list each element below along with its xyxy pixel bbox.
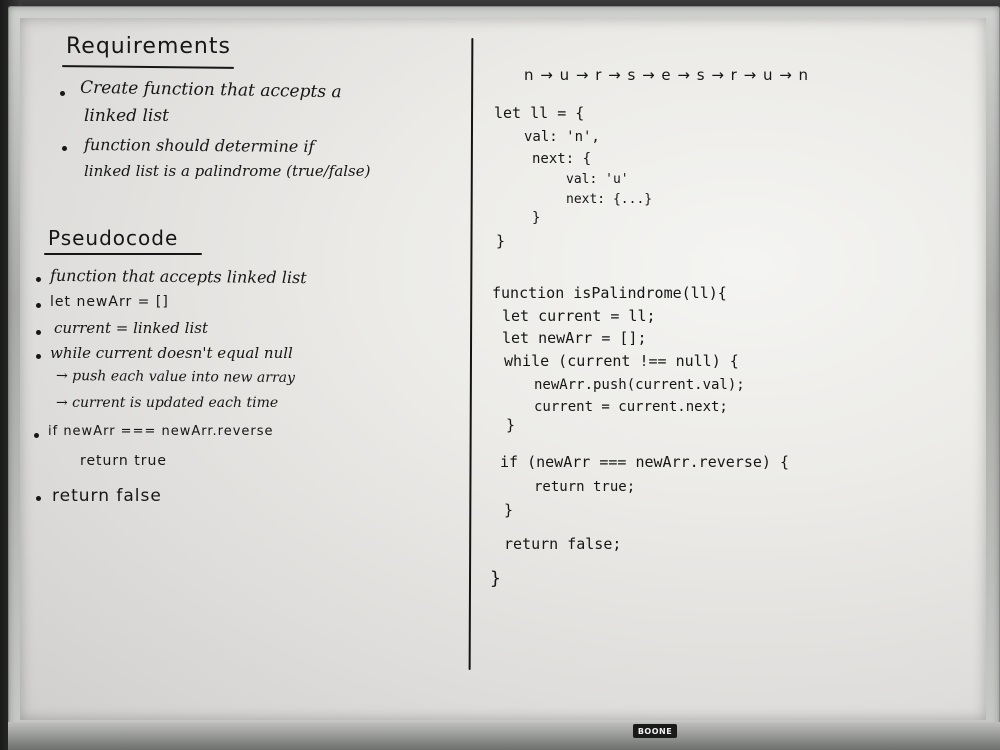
whiteboard-surface bbox=[20, 18, 986, 720]
requirement-line-1: Create function that accepts a bbox=[79, 77, 342, 103]
pseudo-line-1: function that accepts linked list bbox=[49, 265, 307, 288]
brand-label: BOONE bbox=[633, 724, 677, 738]
bullet bbox=[36, 354, 41, 359]
pseudo-line-8: return true bbox=[80, 453, 167, 469]
requirement-line-4: linked list is a palindrome (true/false) bbox=[84, 162, 371, 180]
ll-code-line-6: } bbox=[532, 210, 541, 226]
requirements-heading: Requirements bbox=[66, 34, 231, 59]
fn-code-line-9: return true; bbox=[534, 479, 636, 495]
ll-code-line-2: val: 'n', bbox=[524, 129, 600, 145]
fn-code-line-1: function isPalindrome(ll){ bbox=[492, 284, 727, 302]
ll-code-line-4: val: 'u' bbox=[566, 172, 629, 187]
bullet bbox=[36, 330, 41, 335]
pseudo-line-3: current = linked list bbox=[54, 319, 208, 337]
pseudo-line-2: let newArr = [] bbox=[50, 294, 169, 310]
pseudo-line-9: return false bbox=[52, 486, 162, 506]
bullet bbox=[36, 277, 41, 282]
ll-code-line-5: next: {...} bbox=[566, 192, 653, 207]
ll-code-line-7: } bbox=[496, 232, 506, 250]
fn-code-line-7: } bbox=[506, 416, 516, 434]
fn-code-line-11: return false; bbox=[504, 535, 622, 553]
pseudocode-underline bbox=[44, 253, 202, 255]
bullet bbox=[34, 433, 39, 438]
fn-code-line-3: let newArr = []; bbox=[502, 329, 647, 347]
bullet bbox=[62, 146, 67, 151]
pseudo-line-6: → current is updated each time bbox=[56, 395, 279, 411]
fn-code-line-10: } bbox=[504, 501, 514, 519]
ll-code-line-1: let ll = { bbox=[494, 104, 585, 122]
pseudo-line-5: → push each value into new array bbox=[55, 367, 296, 387]
ll-code-line-3: next: { bbox=[532, 151, 592, 167]
bullet bbox=[36, 496, 41, 501]
fn-code-line-6: current = current.next; bbox=[534, 399, 728, 415]
pseudocode-heading: Pseudocode bbox=[48, 226, 179, 250]
bullet bbox=[60, 91, 65, 96]
marker-tray bbox=[8, 722, 1000, 750]
requirement-line-2: linked list bbox=[84, 106, 169, 126]
fn-code-line-12: } bbox=[490, 568, 501, 589]
fn-code-line-2: let current = ll; bbox=[502, 307, 656, 325]
pseudo-line-7: if newArr === newArr.reverse bbox=[48, 424, 274, 439]
pseudo-line-4: while current doesn't equal null bbox=[50, 344, 293, 362]
palindrome-sequence: n → u → r → s → e → s → r → u → n bbox=[524, 66, 810, 84]
fn-code-line-4: while (current !== null) { bbox=[504, 352, 739, 370]
requirement-line-3: function should determine if bbox=[83, 134, 315, 157]
fn-code-line-8: if (newArr === newArr.reverse) { bbox=[500, 453, 789, 471]
fn-code-line-5: newArr.push(current.val); bbox=[534, 377, 745, 393]
bullet bbox=[36, 303, 41, 308]
